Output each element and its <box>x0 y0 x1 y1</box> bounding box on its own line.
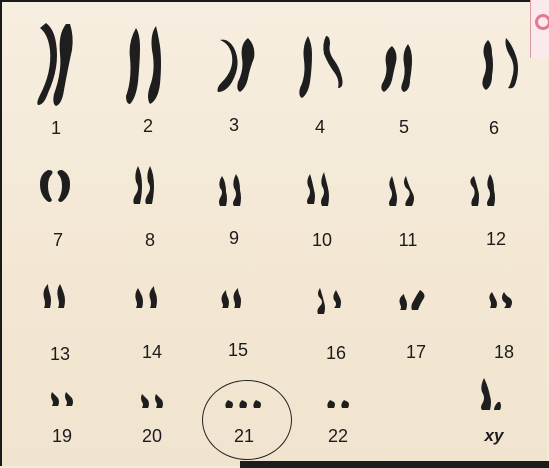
chromosome-pair-17 <box>400 290 425 310</box>
chromosome-pair-20 <box>141 394 163 408</box>
chromosome-pair-14 <box>135 286 157 308</box>
chromosome-pair-16 <box>317 288 341 314</box>
chromosome-pair-9 <box>219 174 241 206</box>
label-chromosome-xy: xy <box>474 426 514 446</box>
label-chromosome-12: 12 <box>476 229 516 250</box>
chromosome-pair-7 <box>40 170 70 202</box>
chromosome-pair-18 <box>489 292 512 308</box>
label-chromosome-22: 22 <box>318 426 358 447</box>
label-chromosome-7: 7 <box>38 230 78 251</box>
chromosome-pair-15 <box>222 288 242 308</box>
label-chromosome-6: 6 <box>474 118 514 139</box>
chromosome-pair-11 <box>389 176 414 206</box>
trisomy-21-highlight-circle <box>202 380 292 460</box>
label-chromosome-2: 2 <box>128 116 168 137</box>
label-chromosome-8: 8 <box>130 230 170 251</box>
label-chromosome-10: 10 <box>302 230 342 251</box>
chromosome-pair-10 <box>307 172 329 206</box>
label-chromosome-19: 19 <box>42 426 82 447</box>
label-chromosome-4: 4 <box>300 117 340 138</box>
chromosome-pair-13 <box>44 284 66 308</box>
label-chromosome-14: 14 <box>132 342 172 363</box>
label-chromosome-18: 18 <box>484 342 524 363</box>
label-chromosome-16: 16 <box>316 343 356 364</box>
chromosome-pair-3 <box>218 38 255 92</box>
label-chromosome-17: 17 <box>396 342 436 363</box>
chromosome-pair-8 <box>133 166 154 204</box>
chromosome-pair-6 <box>482 38 518 90</box>
label-chromosome-13: 13 <box>40 344 80 365</box>
chromosome-pair-12 <box>470 174 495 206</box>
chromosome-sex-xy <box>481 378 501 410</box>
label-chromosome-3: 3 <box>214 115 254 136</box>
label-chromosome-11: 11 <box>388 230 428 251</box>
chromosome-pair-19 <box>51 392 73 406</box>
chromosome-pair-1 <box>37 23 72 106</box>
label-chromosome-15: 15 <box>218 340 258 361</box>
chromosome-pair-22 <box>327 400 349 408</box>
label-chromosome-5: 5 <box>384 117 424 138</box>
label-chromosome-1: 1 <box>36 118 76 139</box>
chromosome-pair-2 <box>126 26 161 104</box>
label-chromosome-21: 21 <box>224 426 264 447</box>
chromosome-pair-5 <box>381 44 412 92</box>
chromosome-pair-4 <box>299 36 342 98</box>
label-chromosome-20: 20 <box>132 426 172 447</box>
label-chromosome-9: 9 <box>214 228 254 249</box>
